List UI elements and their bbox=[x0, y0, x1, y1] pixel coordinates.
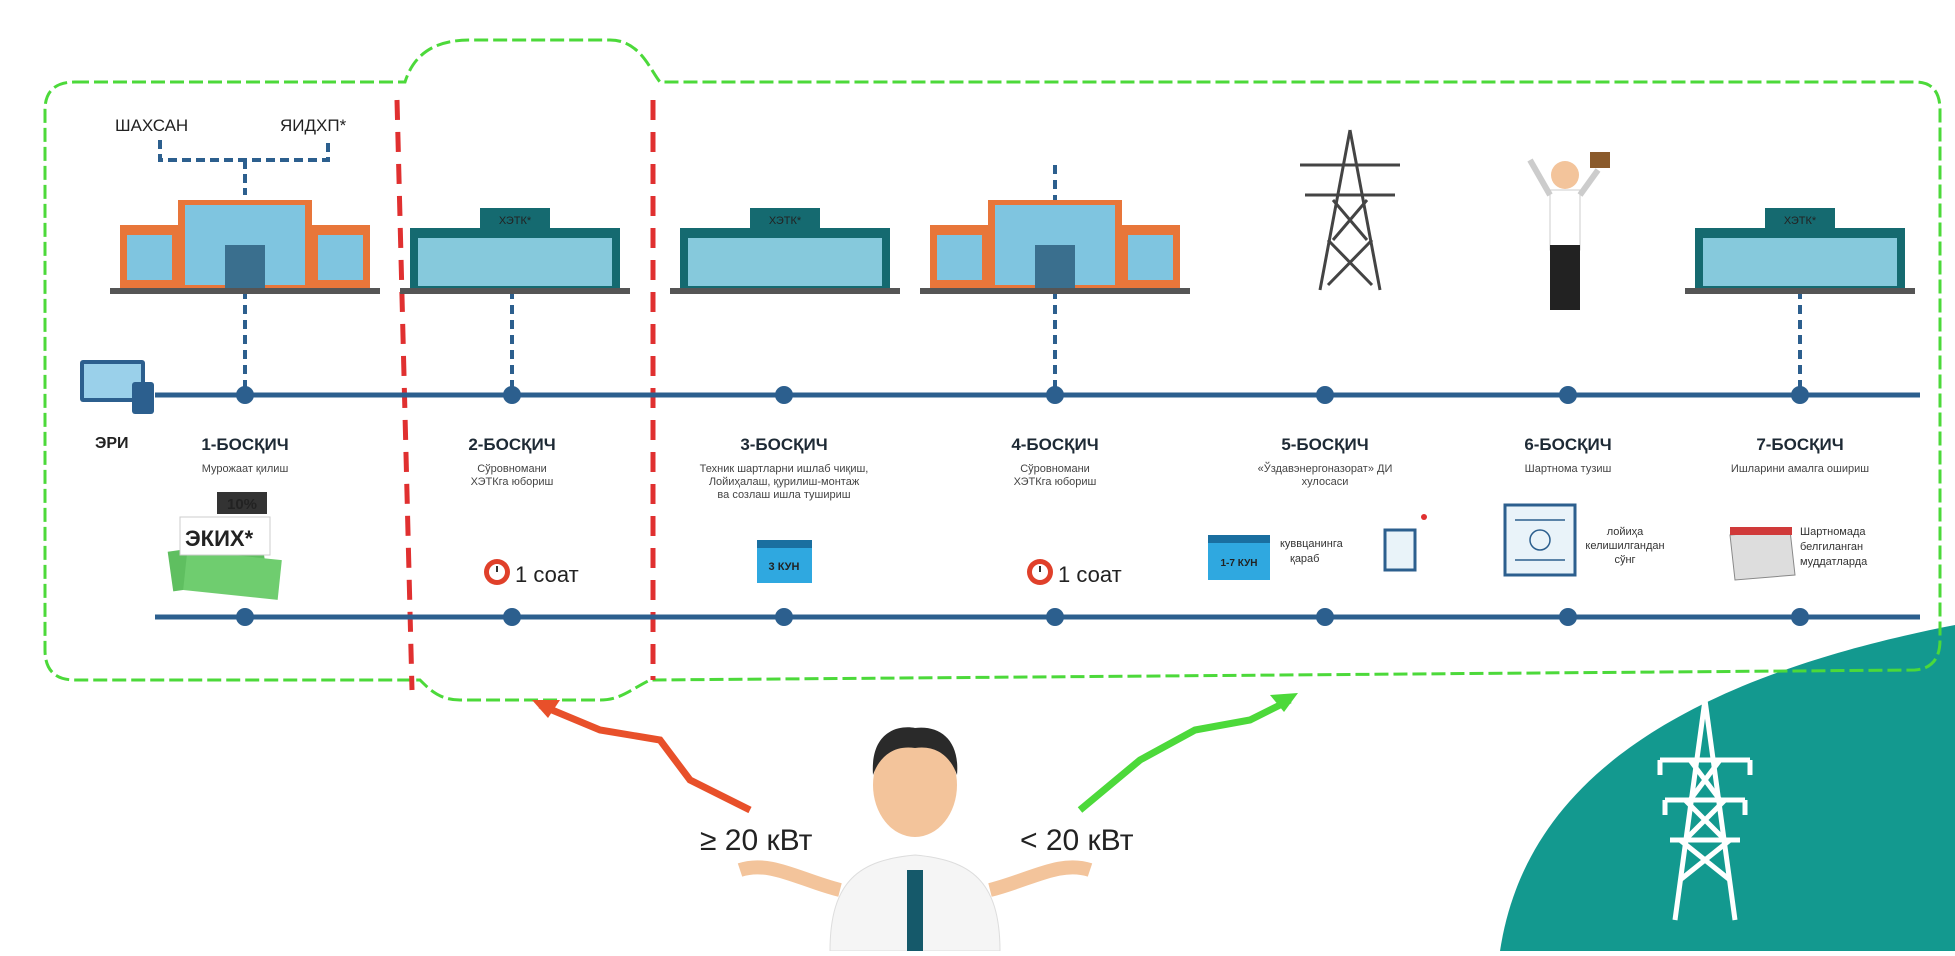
ekih-percent: 10% bbox=[227, 496, 257, 513]
green-route-arrow bbox=[1077, 696, 1292, 813]
step-desc-5-1: «Ўздавэнергоназорат» ДИ bbox=[1258, 462, 1393, 475]
step-desc-4-2: ХЭТКга юбориш bbox=[1014, 476, 1097, 488]
green-route-boundary bbox=[43, 38, 1942, 702]
step-desc-7-1: Ишларини амалга ошириш bbox=[1731, 463, 1869, 475]
meter-icon bbox=[1383, 528, 1417, 572]
note-step6-3: сўнг bbox=[1614, 554, 1635, 566]
note-step7-1: Шартномада bbox=[1800, 526, 1866, 538]
alarm-clock-icon bbox=[1027, 559, 1053, 585]
step-desc-3-1: Техник шартларни ишлаб чиқиш, bbox=[700, 463, 869, 475]
step-desc-3-2: Лойиҳалаш, қурилиш-монтаж bbox=[709, 476, 860, 488]
note-step7-2: белгиланган bbox=[1800, 541, 1863, 553]
step-title-3: 3-БОСҚИЧ bbox=[740, 435, 827, 454]
office-building-icon-1 bbox=[110, 200, 380, 294]
step-desc-3-3: ва созлаш ишла тушириш bbox=[717, 489, 850, 501]
step-title-7: 7-БОСҚИЧ bbox=[1756, 435, 1843, 454]
note-step5-1: куввцанинга bbox=[1280, 538, 1344, 550]
blueprint-icon bbox=[1503, 503, 1577, 577]
hetk-building-icon-3: ХЭТК* bbox=[670, 208, 900, 294]
note-step6-2: келишилгандан bbox=[1585, 540, 1664, 552]
hetk-building-icon-7: ХЭТК* bbox=[1685, 208, 1915, 294]
calendar-icon bbox=[757, 540, 812, 583]
transmission-tower-icon bbox=[1300, 129, 1400, 291]
applicant-bracket bbox=[158, 140, 330, 195]
teal-corner-shape bbox=[1500, 625, 1955, 951]
ekih-card bbox=[179, 516, 271, 556]
step-title-4: 4-БОСҚИЧ bbox=[1011, 435, 1098, 454]
eri-label: ЭРИ bbox=[95, 435, 129, 452]
step-title-2: 2-БОСҚИЧ bbox=[468, 435, 555, 454]
calendar-step5: 1-7 КУН bbox=[1220, 558, 1257, 569]
power-tower-icon bbox=[1657, 699, 1753, 921]
step-title-5: 5-БОСҚИЧ bbox=[1281, 435, 1368, 454]
note-step6-1: лойиҳа bbox=[1607, 526, 1644, 538]
green-arrow-head bbox=[1270, 693, 1298, 712]
shaxsan-label: ШАХСАН bbox=[115, 116, 188, 135]
timeline-nodes bbox=[236, 386, 1809, 626]
wall-calendar-icon bbox=[1729, 527, 1796, 581]
applicant-man-icon bbox=[737, 727, 1093, 952]
happy-man-icon bbox=[1527, 152, 1610, 310]
hetk-sign: ХЭТК* bbox=[1784, 215, 1817, 227]
step-connectors bbox=[243, 165, 1802, 390]
red-route-arrow bbox=[538, 701, 752, 814]
yaidxp-label: ЯИДХП* bbox=[280, 116, 347, 135]
time-step2: 1 соат bbox=[515, 562, 579, 587]
office-building-icon-4 bbox=[920, 200, 1190, 294]
power-ge-label: ≥ 20 кВт bbox=[700, 824, 813, 857]
hetk-building-icon-2: ХЭТК* bbox=[400, 208, 630, 294]
step-desc-4-1: Сўровномани bbox=[1020, 463, 1090, 475]
step-title-6: 6-БОСҚИЧ bbox=[1524, 435, 1611, 454]
ekih-percent-badge bbox=[217, 492, 267, 514]
ekih-label: ЭКИХ* bbox=[185, 526, 254, 551]
meter-indicator bbox=[1421, 514, 1427, 520]
step-desc-5-2: хулосаси bbox=[1302, 476, 1349, 488]
calendar-step3: 3 КУН bbox=[769, 561, 800, 573]
step-desc-2-1: Сўровномани bbox=[477, 463, 547, 475]
calendar-icon bbox=[1208, 535, 1270, 580]
hetk-sign: ХЭТК* bbox=[769, 215, 802, 227]
note-step7-3: муддатларда bbox=[1800, 556, 1868, 568]
blueprint-lines bbox=[1515, 519, 1565, 561]
step-desc-1-1: Мурожаат қилиш bbox=[202, 463, 289, 475]
step-desc-6-1: Шартнома тузиш bbox=[1525, 463, 1612, 475]
red-arrow-head bbox=[532, 700, 560, 718]
hetk-sign: ХЭТК* bbox=[499, 215, 532, 227]
alarm-clock-icon bbox=[484, 559, 510, 585]
step-desc-2-2: ХЭТКга юбориш bbox=[471, 476, 554, 488]
step-title-1: 1-БОСҚИЧ bbox=[201, 435, 288, 454]
power-lt-label: < 20 кВт bbox=[1020, 824, 1134, 857]
computer-icon bbox=[80, 360, 154, 414]
time-step4: 1 соат bbox=[1058, 562, 1122, 587]
note-step5-2: қараб bbox=[1290, 553, 1319, 565]
